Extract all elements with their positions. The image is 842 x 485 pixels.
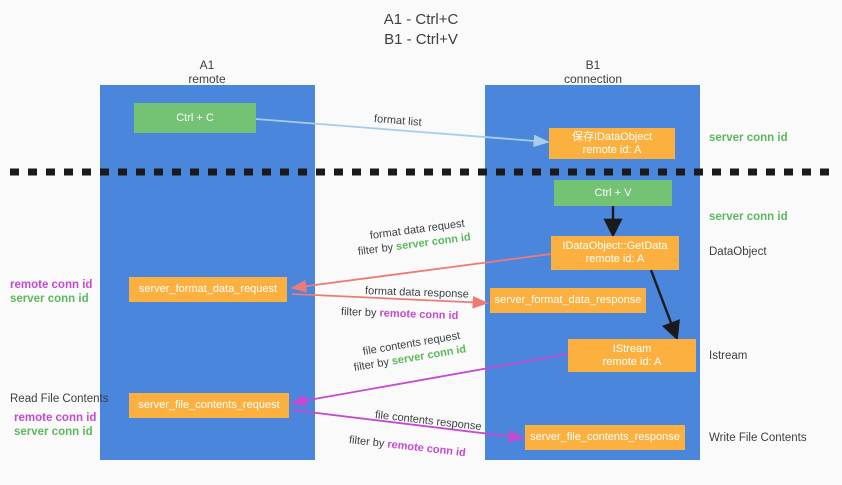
box-ctrl-v-label: Ctrl + V xyxy=(594,186,632,199)
box-getdata-line2: remote id: A xyxy=(585,253,645,265)
column-header-a1: A1 remote xyxy=(107,58,307,86)
diagram-title: A1 - Ctrl+C B1 - Ctrl+V xyxy=(0,10,842,50)
title-line-2: B1 - Ctrl+V xyxy=(384,31,458,48)
box-ctrl-c[interactable]: Ctrl + C xyxy=(134,103,256,133)
box-save-idataobject-line1: 保存IDataObject xyxy=(571,130,653,143)
box-istream-line1: IStream xyxy=(612,342,652,355)
label-server-conn-id-upper: server conn id xyxy=(10,293,89,305)
box-server-format-data-request[interactable]: server_format_data_request xyxy=(129,277,287,302)
label-remote-conn-id-lower: remote conn id xyxy=(14,412,97,424)
filter-value-remote-conn-id-2: remote conn id xyxy=(386,438,467,460)
label-server-conn-id-second: server conn id xyxy=(709,211,788,223)
column-header-b1: B1 connection xyxy=(493,58,693,86)
edge-label-file-contents-response-filter: filter by remote conn id xyxy=(348,433,466,461)
edge-label-format-data-response: format data response xyxy=(364,285,470,301)
box-server-format-data-response-label: server_format_data_response xyxy=(494,294,642,306)
box-istream-line2: remote id: A xyxy=(602,355,662,368)
box-save-idataobject[interactable]: 保存IDataObject remote id: A xyxy=(549,128,675,159)
edge-label-file-contents-response: file contents response xyxy=(374,409,483,434)
box-server-file-contents-request[interactable]: server_file_contents_request xyxy=(129,393,289,418)
column-b1-sub: connection xyxy=(563,72,623,86)
box-server-format-data-request-label: server_format_data_request xyxy=(138,283,278,295)
filter-prefix-3: filter by xyxy=(352,355,393,374)
label-write-file-contents: Write File Contents xyxy=(709,432,807,444)
box-getdata-line1: IDataObject::GetData xyxy=(562,240,668,252)
column-a1-name: A1 xyxy=(199,58,215,72)
label-istream: Istream xyxy=(709,350,748,362)
filter-value-remote-conn-id-1: remote conn id xyxy=(379,307,459,323)
label-remote-conn-id-upper: remote conn id xyxy=(10,279,93,291)
box-server-format-data-response[interactable]: server_format_data_response xyxy=(490,288,646,313)
box-server-file-contents-response[interactable]: server_file_contents_response xyxy=(525,425,685,450)
label-server-conn-id-lower: server conn id xyxy=(14,426,93,438)
edge-label-format-list: format list xyxy=(373,113,423,129)
label-read-file-contents: Read File Contents xyxy=(10,393,109,405)
edge-label-format-data-response-filter: filter by remote conn id xyxy=(341,305,459,324)
box-save-idataobject-line2: remote id: A xyxy=(582,143,642,156)
column-a1-sub: remote xyxy=(188,72,226,86)
label-dataobject: DataObject xyxy=(709,246,767,258)
box-ctrl-c-label: Ctrl + C xyxy=(176,111,214,124)
box-server-file-contents-response-label: server_file_contents_response xyxy=(530,431,680,443)
box-server-file-contents-request-label: server_file_contents_request xyxy=(138,399,280,411)
box-istream[interactable]: IStream remote id: A xyxy=(568,339,696,372)
box-getdata[interactable]: IDataObject::GetData remote id: A xyxy=(551,236,679,270)
filter-prefix-1: filter by xyxy=(357,241,397,258)
label-server-conn-id-top: server conn id xyxy=(709,132,788,144)
box-ctrl-v[interactable]: Ctrl + V xyxy=(554,180,672,206)
filter-prefix-2: filter by xyxy=(340,306,380,320)
column-b1-name: B1 xyxy=(585,58,601,72)
title-line-1: A1 - Ctrl+C xyxy=(383,11,459,28)
filter-prefix-4: filter by xyxy=(348,434,389,451)
